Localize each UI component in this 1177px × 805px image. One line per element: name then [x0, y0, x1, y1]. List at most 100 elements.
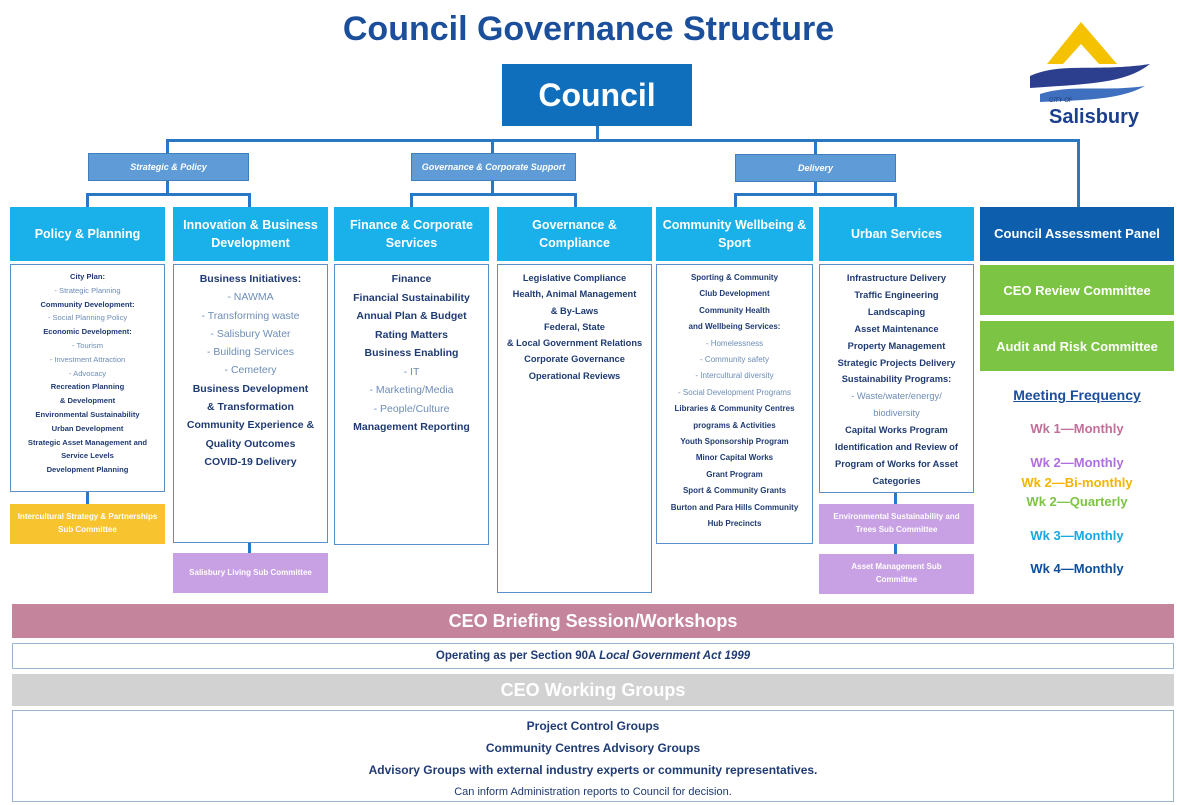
dept-item: - Cemetery	[224, 364, 277, 377]
logo-city-of: CITY OF	[1049, 98, 1073, 104]
dept-item: - Homelessness	[705, 338, 764, 348]
working-group-item: Advisory Groups with external industry e…	[368, 763, 818, 777]
dept-item: - IT	[403, 365, 420, 378]
dept-item: Environmental Sustainability	[35, 409, 140, 419]
connector	[491, 180, 494, 194]
dept-item: Community Development:	[40, 299, 135, 309]
frequency-item: Wk 2—Quarterly	[1026, 494, 1128, 509]
dept-item: - Marketing/Media	[369, 384, 454, 396]
dept-item: - Building Services	[207, 346, 294, 359]
working-group-item: Project Control Groups	[526, 719, 660, 733]
dept-item: Sporting & Community	[690, 273, 779, 282]
dept-item: Strategic Asset Management and	[27, 437, 148, 447]
dept-item: Operational Reviews	[528, 370, 621, 381]
dept-item: Traffic Engineering	[854, 289, 939, 300]
dept-governance: Governance & Compliance	[497, 207, 652, 261]
dept-item: Quality Outcomes	[205, 437, 296, 450]
connector	[894, 193, 897, 207]
operating-act: Local Government Act 1999	[599, 650, 751, 662]
dept-item: Burton and Para Hills Community	[670, 502, 799, 512]
dept-item: - Intercultural diversity	[695, 371, 774, 381]
working-groups-panel: Project Control Groups Community Centres…	[12, 710, 1174, 802]
dept-innovation: Innovation & Business Development	[173, 207, 328, 261]
dept-item: - People/Culture	[373, 402, 450, 415]
working-group-item: Community Centres Advisory Groups	[485, 741, 701, 755]
environmental-sub-committee: Environmental Sustainability and Trees S…	[819, 504, 974, 544]
connector	[734, 193, 737, 207]
dept-item: programs & Activities	[693, 420, 776, 430]
council-box: Council	[502, 64, 692, 126]
dept-item: - Investment Attraction	[49, 354, 126, 364]
connector	[166, 139, 169, 153]
dept-item: Community Health	[699, 305, 770, 315]
audit-risk-committee: Audit and Risk Committee	[980, 321, 1174, 371]
dept-urban: Urban Services	[819, 207, 974, 261]
dept-item: - Social Development Programs	[678, 387, 791, 397]
dept-item: Rating Matters	[375, 328, 448, 341]
connector	[1077, 139, 1080, 207]
connector	[86, 193, 251, 196]
dept-item: & Local Government Relations	[506, 338, 643, 349]
meeting-frequency-title: Meeting Frequency	[1013, 387, 1141, 403]
frequency-item: Wk 2—Monthly	[1030, 455, 1124, 470]
dept-item: City Plan:	[69, 272, 106, 281]
connector	[734, 193, 897, 196]
dept-item: Corporate Governance	[524, 354, 625, 365]
dept-item: Capital Works Program	[845, 425, 948, 436]
dept-item: Development Planning	[46, 465, 129, 475]
dept-finance: Finance & Corporate Services	[334, 207, 489, 261]
connector	[166, 180, 169, 194]
dept-item: Recreation Planning	[50, 382, 125, 392]
logo-name: Salisbury	[1049, 106, 1140, 128]
dept-item: Club Development	[699, 289, 770, 299]
dept-item: Business Development	[192, 382, 309, 395]
dept-item: Landscaping	[867, 306, 926, 317]
connector	[574, 193, 577, 207]
salisbury-logo: CITY OF Salisbury	[1025, 14, 1155, 134]
asset-management-sub-committee: Asset Management Sub Committee	[819, 554, 974, 594]
operating-note: Operating as per Section 90A Local Gover…	[12, 643, 1174, 669]
dept-item: Youth Sponsorship Program	[680, 437, 789, 447]
dept-item: - Advocacy	[68, 368, 107, 378]
frequency-item: Wk 3—Monthly	[1030, 528, 1124, 543]
connector	[410, 193, 413, 207]
dept-item: & Transformation	[207, 401, 294, 414]
dept-item: Economic Development:	[43, 327, 132, 337]
frequency-item: Wk 1—Monthly	[1030, 421, 1124, 436]
ceo-working-groups-band: CEO Working Groups	[12, 674, 1174, 706]
dept-item: Federal, State	[544, 321, 605, 332]
dept-item: Categories	[872, 475, 921, 486]
dept-item: Libraries & Community Centres	[674, 404, 795, 414]
dept-policy-planning: Policy & Planning	[10, 207, 165, 261]
connector	[166, 139, 1079, 142]
dept-item: Sustainability Programs:	[841, 374, 952, 385]
group-delivery: Delivery	[735, 154, 896, 182]
dept-item: Business Enabling	[364, 347, 459, 359]
dept-community: Community Wellbeing & Sport	[656, 207, 813, 261]
dept-item: - Tourism	[71, 340, 104, 350]
dept-item: Urban Development	[51, 423, 124, 433]
dept-item: Finance	[391, 273, 432, 285]
dept-item: - Social Planning Policy	[47, 313, 128, 323]
dept-item: Grant Program	[706, 469, 763, 479]
operating-prefix: Operating as per Section 90A	[435, 650, 600, 662]
dept-item: Strategic Projects Delivery	[837, 357, 956, 368]
dept-item: Property Management	[847, 340, 946, 351]
dept-item: and Wellbeing Services:	[688, 322, 781, 332]
dept-item: COVID-19 Delivery	[204, 455, 297, 468]
dept-item: - Waste/water/energy/	[851, 391, 942, 402]
dept-item: Legislative Compliance	[522, 273, 627, 283]
connector	[248, 193, 251, 207]
dept-item: & By-Laws	[550, 305, 599, 316]
page-title: Council Governance Structure	[342, 10, 835, 48]
dept-item: Asset Maintenance	[854, 323, 939, 334]
salisbury-living-sub-committee: Salisbury Living Sub Committee	[173, 553, 328, 593]
connector	[248, 543, 251, 553]
connector	[814, 182, 817, 194]
frequency-item: Wk 4—Monthly	[1030, 561, 1124, 576]
dept-item: Health, Animal Management	[512, 289, 637, 300]
dept-item: Hub Precincts	[707, 519, 762, 529]
